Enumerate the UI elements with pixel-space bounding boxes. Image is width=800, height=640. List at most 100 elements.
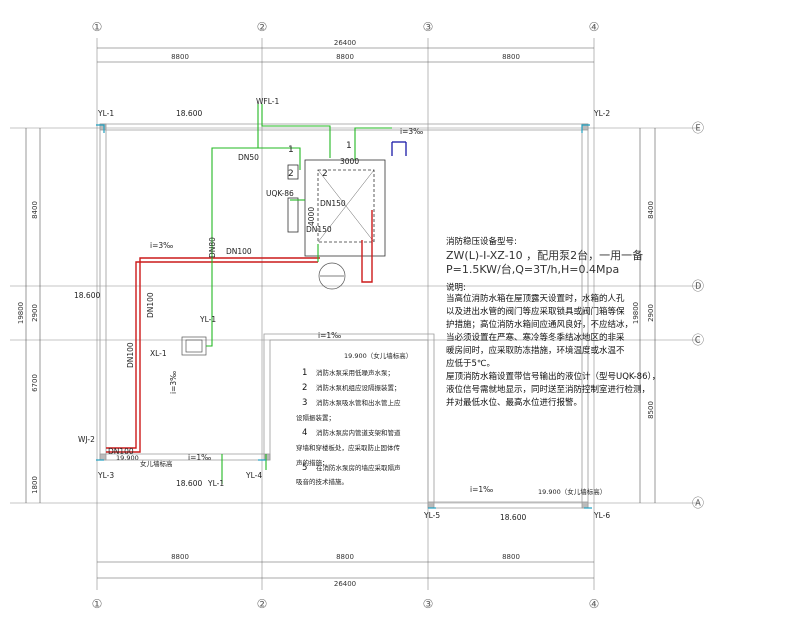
label-slope-left: i=3‰ (150, 241, 173, 250)
pump-notes: 1 消防水泵采用低噪声水泵； 2 消防水泵机组应设隔振装置； 3 消防水泵吸水管… (296, 368, 401, 486)
axis-row-a: Ⓐ (692, 496, 704, 510)
equipment-model: ZW(L)-I-XZ-10 ，配用泵2台，一用一备 (446, 248, 643, 262)
notes-line-9: 并对最低水位、最高水位进行报警。 (446, 397, 582, 408)
label-yl-6: YL-6 (593, 511, 610, 520)
axis-col-3-bottom: ③ (423, 597, 434, 611)
label-yl-1-mid: YL-1 (199, 315, 216, 324)
column-axis-bubbles: ① ② ③ ④ ① ② ③ ④ (92, 20, 600, 611)
notes-line-8: 液位信号需就地显示，同时送至消防控制室进行检测， (446, 384, 650, 395)
label-yl-1: YL-1 (97, 109, 114, 118)
notes-line-6: 应低于5℃。 (446, 358, 495, 369)
building-walls (99, 123, 589, 509)
equipment-spec: P=1.5KW/台,Q=3T/h,H=0.4Mpa (446, 262, 619, 276)
pump-note-4-text: 消防水泵房内管道支架和管道 (316, 428, 401, 437)
pump-note-1-no: 1 (302, 368, 307, 378)
label-no1: 1 (288, 145, 294, 155)
label-slope-top: i=3‰ (400, 127, 423, 136)
pump-note-5-no: 5 (302, 463, 307, 473)
dim-left-2: 2900 (31, 304, 39, 322)
dim-bay-2-top: 8800 (336, 53, 354, 61)
label-elev-bottom: 18.600 (176, 479, 202, 488)
dim-right-total: 19800 (632, 302, 640, 324)
label-no2b: 2 (322, 169, 328, 179)
dim-left-total: 19800 (17, 302, 25, 324)
label-slope-vert: i=3‰ (169, 371, 178, 394)
label-dn100-c: DN100 (126, 342, 135, 368)
label-elev-right: 18.600 (500, 513, 526, 522)
axis-col-4-bottom: ④ (589, 597, 600, 611)
axis-col-2-top: ② (257, 20, 268, 34)
axis-row-c: Ⓒ (692, 333, 704, 347)
label-no1b: 1 (346, 141, 352, 151)
axis-col-3-top: ③ (423, 20, 434, 34)
dim-right-3: 8500 (647, 401, 655, 419)
pump-note-4b-text: 穿墙和穿楼板处，应采取防止固体传 (296, 443, 401, 452)
dim-left-3: 6700 (31, 374, 39, 392)
label-yl-5: YL-5 (423, 511, 440, 520)
label-slope-bottom: i=1‰ (188, 453, 211, 462)
label-xl-1: XL-1 (150, 349, 167, 358)
label-slope-mid: i=1‰ (318, 331, 341, 340)
label-dn100-b: DN100 (146, 292, 155, 318)
label-yl-1-bottom: YL-1 (207, 479, 224, 488)
label-uqk-86: UQK-86 (266, 189, 294, 198)
label-roof-elev-c: 19.900 (116, 454, 139, 462)
pump-note-1-text: 消防水泵采用低噪声水泵； (316, 368, 394, 377)
pump-note-3b-text: 设隔振装置； (296, 413, 335, 422)
dim-right-2: 2900 (647, 304, 655, 322)
dim-overall-top: 26400 (334, 39, 356, 47)
drain-pipes (391, 141, 407, 156)
axis-col-2-bottom: ② (257, 597, 268, 611)
dim-bay-2-bottom: 8800 (336, 553, 354, 561)
notes-line-5: 暖房间时，应采取防冻措施，环境温度或水温不 (446, 345, 625, 356)
notes-line-2: 以及进出水管的阀门等应采取锁具或阀门箱等保 (446, 306, 625, 317)
label-yl-2: YL-2 (593, 109, 610, 118)
dim-overall-bottom: 26400 (334, 580, 356, 588)
label-elev-top: 18.600 (176, 109, 202, 118)
label-roof-elev-a: 19.900（女儿墙标高） (344, 351, 412, 360)
dimension-texts: 26400 8800 8800 8800 8800 8800 8800 2640… (17, 39, 655, 588)
pipe-labels: YL-1 YL-2 YL-3 YL-4 YL-5 YL-6 WFL-1 WJ-2… (74, 97, 610, 522)
water-tank (287, 159, 386, 257)
dim-right-1: 8400 (647, 201, 655, 219)
notes-line-4: 当必须设置在严寒、寒冷等冬季结冰地区的非采 (446, 332, 625, 343)
label-yl-3: YL-3 (97, 471, 114, 480)
dim-bay-3-top: 8800 (502, 53, 520, 61)
label-parapet: 女儿墙标高 (140, 459, 173, 468)
water-pipes (206, 104, 392, 484)
pump-note-2-text: 消防水泵机组应设隔振装置； (316, 383, 401, 392)
notes-line-1: 当高位消防水箱在屋顶露天设置时，水箱的人孔 (446, 293, 625, 304)
label-elev-left: 18.600 (74, 291, 100, 300)
label-dn150-b: DN150 (306, 225, 332, 234)
axis-row-d: Ⓓ (692, 279, 704, 293)
row-axis-bubbles: Ⓔ Ⓓ Ⓒ Ⓐ (692, 121, 704, 510)
equipment-title: 消防稳压设备型号: (446, 236, 517, 247)
label-wfl-1: WFL-1 (256, 97, 279, 106)
roof-fixtures (181, 262, 346, 356)
label-tank-4000: 4000 (307, 207, 316, 226)
label-dn100-a: DN100 (226, 247, 252, 256)
notes-line-3: 护措施；高位消防水箱间应通风良好，不应结冰， (446, 319, 633, 330)
notes-line-7: 屋顶消防水箱设置带信号输出的液位计（型号UQK-86）， (446, 371, 660, 382)
label-roof-elev-b: 19.900（女儿墙标高） (538, 487, 606, 496)
axis-row-e: Ⓔ (692, 121, 704, 135)
label-dn80: DN80 (208, 237, 217, 258)
cyan-roof-drains (96, 124, 592, 509)
label-no2: 2 (288, 169, 294, 179)
pump-note-4c-text: 声的措施； (296, 458, 329, 467)
label-slope-right: i=1‰ (470, 485, 493, 494)
label-dn100-d: DN100 (108, 447, 134, 456)
pump-note-3-no: 3 (302, 398, 307, 408)
label-tank-3000: 3000 (340, 157, 359, 166)
pump-note-5-text: 在消防水泵房的墙应采取隔声 (316, 463, 401, 472)
label-wj-2: WJ-2 (78, 435, 95, 444)
notes-heading: 说明: (446, 282, 466, 293)
dimension-lines (25, 47, 656, 579)
label-dn50: DN50 (238, 153, 259, 162)
dim-bay-3-bottom: 8800 (502, 553, 520, 561)
axis-col-1-bottom: ① (92, 597, 103, 611)
label-yl-4: YL-4 (245, 471, 262, 480)
dim-left-4: 1800 (31, 476, 39, 494)
label-dn150-a: DN150 (320, 199, 346, 208)
